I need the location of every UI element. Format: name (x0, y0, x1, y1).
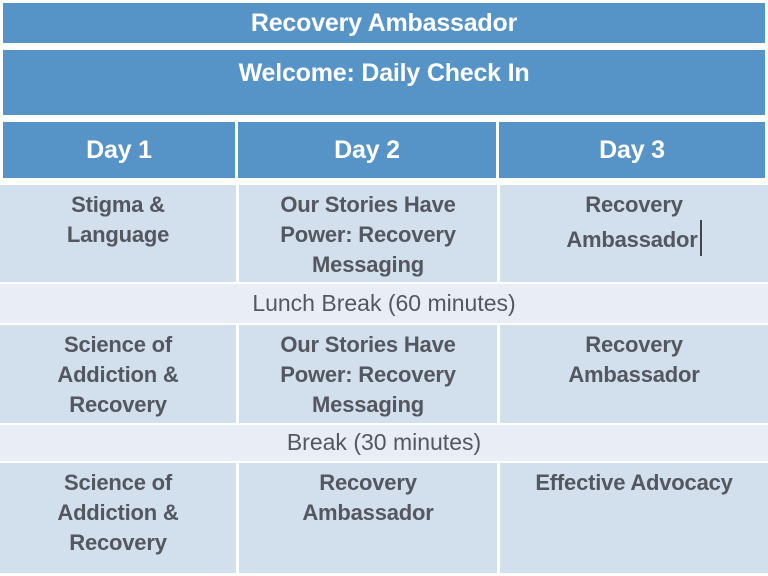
day-header-row: Day 1 Day 2 Day 3 (3, 122, 765, 178)
day1-header-cell[interactable]: Day 1 (3, 122, 235, 178)
session-cell-day1-row3[interactable]: Science of Addiction & Recovery (0, 463, 236, 573)
table-title-cell[interactable]: Recovery Ambassador (3, 3, 765, 43)
session-cell-day3-row3[interactable]: Effective Advocacy (500, 463, 768, 573)
session-row-2: Science of Addiction & Recovery Our Stor… (0, 325, 768, 423)
session-cell-day2-row3[interactable]: Recovery Ambassador (239, 463, 497, 573)
lunch-break-row[interactable]: Lunch Break (60 minutes) (0, 282, 768, 325)
afternoon-break-row[interactable]: Break (30 minutes) (0, 423, 768, 463)
session-cell-day3-row1[interactable]: Recovery Ambassador (500, 185, 768, 282)
session-cell-day2-row1[interactable]: Our Stories Have Power: Recovery Messagi… (239, 185, 497, 282)
session-row-3: Science of Addiction & Recovery Recovery… (0, 463, 768, 573)
day3-header-cell[interactable]: Day 3 (499, 122, 765, 178)
session-cell-text: Recovery Ambassador (566, 192, 698, 252)
day2-header-cell[interactable]: Day 2 (238, 122, 496, 178)
session-cell-day3-row2[interactable]: Recovery Ambassador (500, 325, 768, 423)
session-cell-day1-row2[interactable]: Science of Addiction & Recovery (0, 325, 236, 423)
session-cell-day1-row1[interactable]: Stigma & Language (0, 185, 236, 282)
table-subtitle-cell[interactable]: Welcome: Daily Check In (3, 50, 765, 115)
session-row-1: Stigma & Language Our Stories Have Power… (0, 185, 768, 282)
session-cell-day2-row2[interactable]: Our Stories Have Power: Recovery Messagi… (239, 325, 497, 423)
text-cursor (699, 220, 702, 256)
